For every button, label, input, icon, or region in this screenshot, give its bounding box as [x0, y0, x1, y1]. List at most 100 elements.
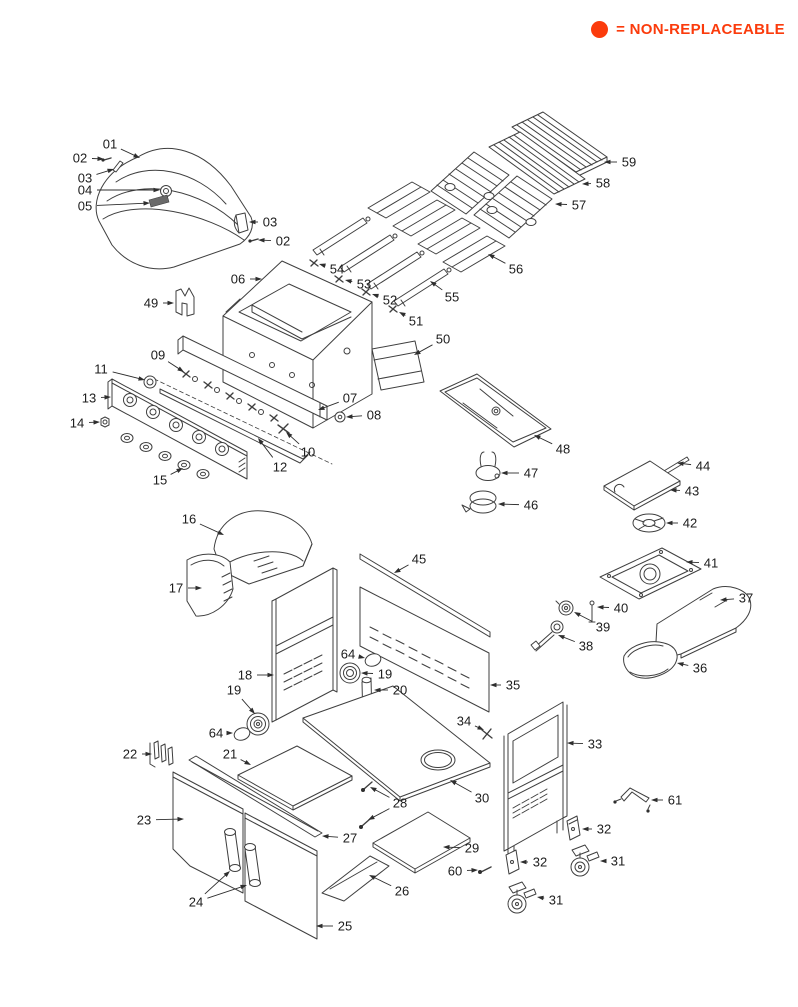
screw-34 [481, 728, 493, 740]
back-panel-35 [359, 586, 490, 713]
hinge-pins-22 [149, 740, 174, 768]
legend: = NON-REPLACEABLE [591, 21, 785, 38]
warming-grate-58 [488, 131, 586, 195]
part-label-08: 08 [367, 408, 381, 423]
rear-leg-panel-33 [503, 701, 568, 863]
part-label-09: 09 [151, 348, 165, 363]
bracket-32-left [505, 849, 520, 875]
leader-line-09 [167, 361, 181, 371]
part-label-55: 55 [445, 290, 459, 305]
part-label-21: 21 [223, 747, 237, 762]
leader-arrow-32 [582, 826, 589, 832]
leader-arrow-28 [368, 814, 375, 820]
part-label-59: 59 [622, 155, 636, 170]
part-label-16: 16 [182, 512, 196, 527]
leader-arrow-49 [167, 300, 174, 306]
leader-arrow-03 [107, 168, 114, 174]
part-label-23: 23 [137, 813, 151, 828]
screws-51-54 [309, 259, 398, 313]
rod-44 [653, 456, 690, 481]
leader-arrow-47 [501, 470, 508, 476]
part-label-35: 35 [506, 678, 520, 693]
leader-arrow-11 [138, 376, 145, 381]
leader-line-46 [501, 503, 520, 506]
shelf-21 [237, 745, 353, 811]
part-label-34: 34 [457, 714, 471, 729]
part-label-43: 43 [685, 484, 699, 499]
ring-clamp-46 [461, 490, 497, 514]
leader-arrow-46 [498, 501, 505, 507]
part-label-37: 37 [739, 591, 753, 606]
leader-arrow-40 [597, 604, 604, 610]
pin-40 [588, 600, 596, 623]
part-label-28: 28 [393, 796, 407, 811]
part-label-19: 19 [227, 683, 241, 698]
leader-arrow-45 [394, 567, 401, 573]
burner-tubes-55 [312, 216, 452, 307]
leader-arrow-14 [93, 419, 100, 425]
part-label-58: 58 [596, 176, 610, 191]
leader-arrow-52 [372, 293, 379, 299]
leader-line-28 [373, 788, 390, 798]
leader-arrow-07 [318, 405, 325, 410]
gasket-64-right [364, 653, 382, 667]
part-label-22: 22 [123, 747, 137, 762]
part-label-56: 56 [509, 262, 523, 277]
handle-61 [613, 787, 651, 813]
part-label-03: 03 [78, 171, 92, 186]
part-label-03: 03 [263, 215, 277, 230]
part-label-01: 01 [103, 137, 117, 152]
leader-arrow-56 [488, 254, 495, 260]
part-label-10: 10 [301, 445, 315, 460]
part-label-50: 50 [436, 332, 450, 347]
gasket-64-left [233, 727, 251, 741]
part-label-11: 11 [94, 362, 108, 377]
nut-14 [100, 416, 110, 428]
part-label-57: 57 [572, 198, 586, 213]
leader-arrow-24 [223, 871, 230, 878]
leader-arrow-09 [177, 366, 184, 372]
leader-arrow-06 [255, 276, 262, 282]
leader-arrow-50 [414, 349, 421, 355]
part-label-42: 42 [683, 516, 697, 531]
part-label-39: 39 [596, 620, 610, 635]
caster-31-right [570, 844, 600, 877]
part-label-60: 60 [448, 864, 462, 879]
leader-arrow-21 [244, 759, 251, 765]
legend-label: = NON-REPLACEABLE [616, 21, 785, 38]
part-label-15: 15 [153, 473, 167, 488]
leader-arrow-03 [249, 219, 256, 225]
leader-arrow-02 [97, 156, 104, 162]
leader-arrow-51 [399, 312, 406, 318]
leader-arrow-41 [686, 559, 693, 565]
control-panel-13 [107, 378, 248, 480]
duct-17 [186, 553, 234, 617]
leader-arrow-31 [537, 895, 544, 901]
part-label-17: 17 [169, 581, 183, 596]
door-handles-24 [224, 828, 261, 887]
part-label-04: 04 [78, 183, 92, 198]
shield-panel-50 [371, 340, 425, 391]
back-rail-45 [359, 553, 491, 638]
leader-arrow-23 [177, 816, 184, 822]
leader-arrow-02 [258, 237, 265, 243]
leader-arrow-29 [443, 844, 450, 850]
leader-arrow-59 [604, 159, 611, 165]
bracket-49 [175, 287, 195, 317]
part-label-25: 25 [338, 919, 352, 934]
part-label-02: 02 [276, 234, 290, 249]
leader-line-30 [453, 781, 472, 793]
hinge-pin-03-left [112, 160, 124, 173]
leader-arrow-16 [217, 530, 224, 535]
leader-arrow-48 [534, 435, 541, 440]
washer-08 [334, 411, 346, 423]
leader-arrow-42 [666, 520, 673, 526]
part-label-64: 64 [341, 647, 355, 662]
hood-16 [213, 510, 313, 585]
leader-arrow-64 [226, 730, 233, 736]
leader-arrow-43 [670, 487, 677, 493]
side-panel-18 [271, 567, 338, 723]
leader-arrow-33 [567, 740, 574, 746]
hinge-bracket-03-right [233, 212, 249, 234]
part-label-29: 29 [465, 841, 479, 856]
